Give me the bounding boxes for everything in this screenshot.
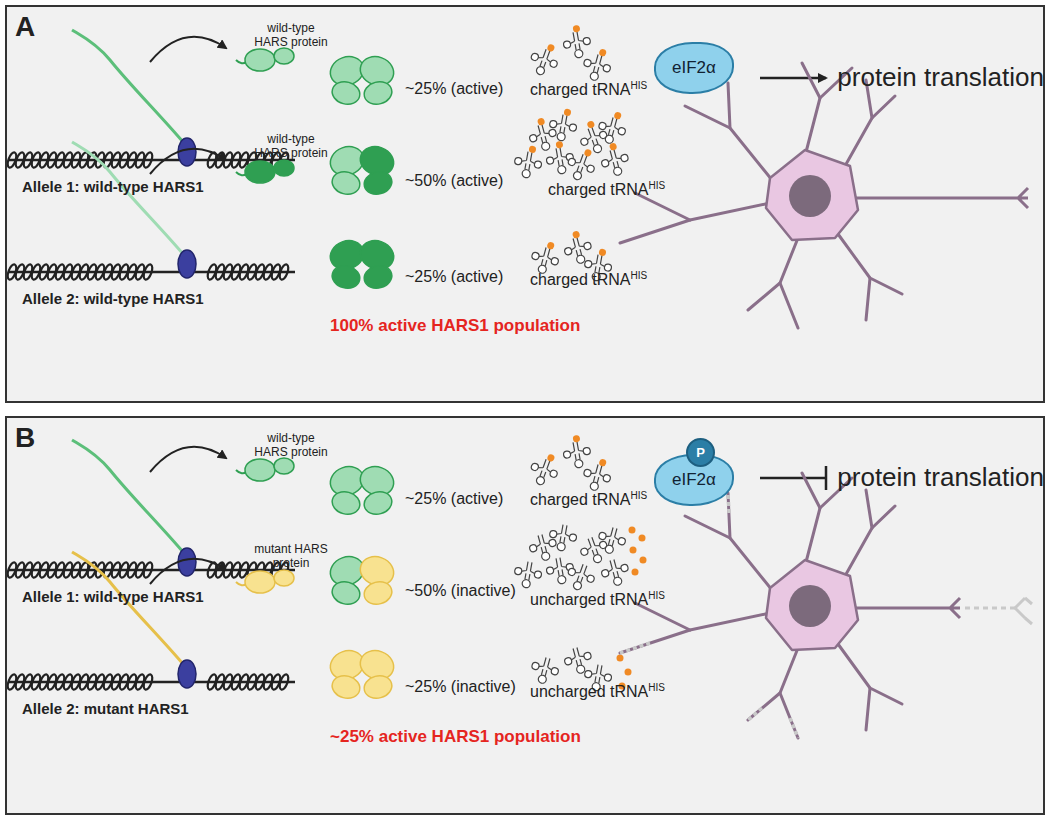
text-label: Allele 1: wild-type HARS1 <box>22 588 204 605</box>
text-label: wild-type HARS protein <box>250 133 332 161</box>
text-label: uncharged tRNAHIS <box>530 682 665 701</box>
text-label: wild-type HARS protein <box>250 432 332 460</box>
label-text: ~25% (active) <box>405 268 503 285</box>
label-text: wild-type HARS protein <box>254 21 327 49</box>
label-text: ~25% (active) <box>405 490 503 507</box>
label-text: mutant HARS protein <box>254 542 327 570</box>
text-label: ~25% (active) <box>405 80 503 98</box>
text-label: Allele 1: wild-type HARS1 <box>22 178 204 195</box>
superscript: HIS <box>648 590 665 601</box>
label-text: uncharged tRNA <box>530 591 648 608</box>
text-label: ~25% (active) <box>405 268 503 286</box>
phospho-circle: P <box>686 438 715 467</box>
label-text: protein translation <box>837 62 1044 92</box>
label-text: ~25% active HARS1 population <box>330 727 581 746</box>
panel: BeIF2α Pwild-type HARS proteinAllele 1: w… <box>5 416 1045 815</box>
label-text: charged tRNA <box>530 491 631 508</box>
label-text: ~50% (active) <box>405 172 503 189</box>
text-label: charged tRNAHIS <box>548 180 665 199</box>
label-text: uncharged tRNA <box>530 683 648 700</box>
text-label: ~25% (active) <box>405 490 503 508</box>
panel-letter: A <box>15 11 35 43</box>
text-label: ~25% (inactive) <box>405 678 516 696</box>
node-text: eIF2α <box>672 470 716 489</box>
text-label: Allele 2: wild-type HARS1 <box>22 290 204 307</box>
eif2a-blob: eIF2α <box>654 42 734 94</box>
text-label: charged tRNAHIS <box>530 80 647 99</box>
label-text: Allele 2: wild-type HARS1 <box>22 290 204 307</box>
label-text: Allele 1: wild-type HARS1 <box>22 588 204 605</box>
node-text: eIF2α <box>672 58 716 77</box>
text-label: charged tRNAHIS <box>530 490 647 509</box>
superscript: HIS <box>648 682 665 693</box>
superscript: HIS <box>649 180 666 191</box>
text-label: protein translation <box>837 62 1044 93</box>
text-label: mutant HARS protein <box>250 543 332 571</box>
label-text: wild-type HARS protein <box>254 431 327 459</box>
panel-letter: B <box>15 422 35 454</box>
superscript: HIS <box>631 490 648 501</box>
text-label: Allele 2: mutant HARS1 <box>22 700 189 717</box>
label-text: Allele 1: wild-type HARS1 <box>22 178 204 195</box>
text-label: uncharged tRNAHIS <box>530 590 665 609</box>
node-text: P <box>696 445 705 460</box>
superscript: HIS <box>631 80 648 91</box>
text-label: protein translation <box>837 462 1044 493</box>
text-label: ~25% active HARS1 population <box>330 727 581 747</box>
label-text: protein translation <box>837 462 1044 492</box>
label-text: ~25% (inactive) <box>405 678 516 695</box>
text-label: 100% active HARS1 population <box>330 316 580 336</box>
label-text: wild-type HARS protein <box>254 132 327 160</box>
superscript: HIS <box>631 270 648 281</box>
label-text: charged tRNA <box>530 81 631 98</box>
text-label: charged tRNAHIS <box>530 270 647 289</box>
text-label: wild-type HARS protein <box>250 22 332 50</box>
text-label: ~50% (active) <box>405 172 503 190</box>
text-label: ~50% (inactive) <box>405 582 516 600</box>
label-text: Allele 2: mutant HARS1 <box>22 700 189 717</box>
label-text: charged tRNA <box>530 271 631 288</box>
label-text: ~25% (active) <box>405 80 503 97</box>
label-text: ~50% (inactive) <box>405 582 516 599</box>
label-text: 100% active HARS1 population <box>330 316 580 335</box>
label-text: charged tRNA <box>548 181 649 198</box>
panel: AeIF2α wild-type HARS proteinAllele 1: wi… <box>5 5 1045 403</box>
